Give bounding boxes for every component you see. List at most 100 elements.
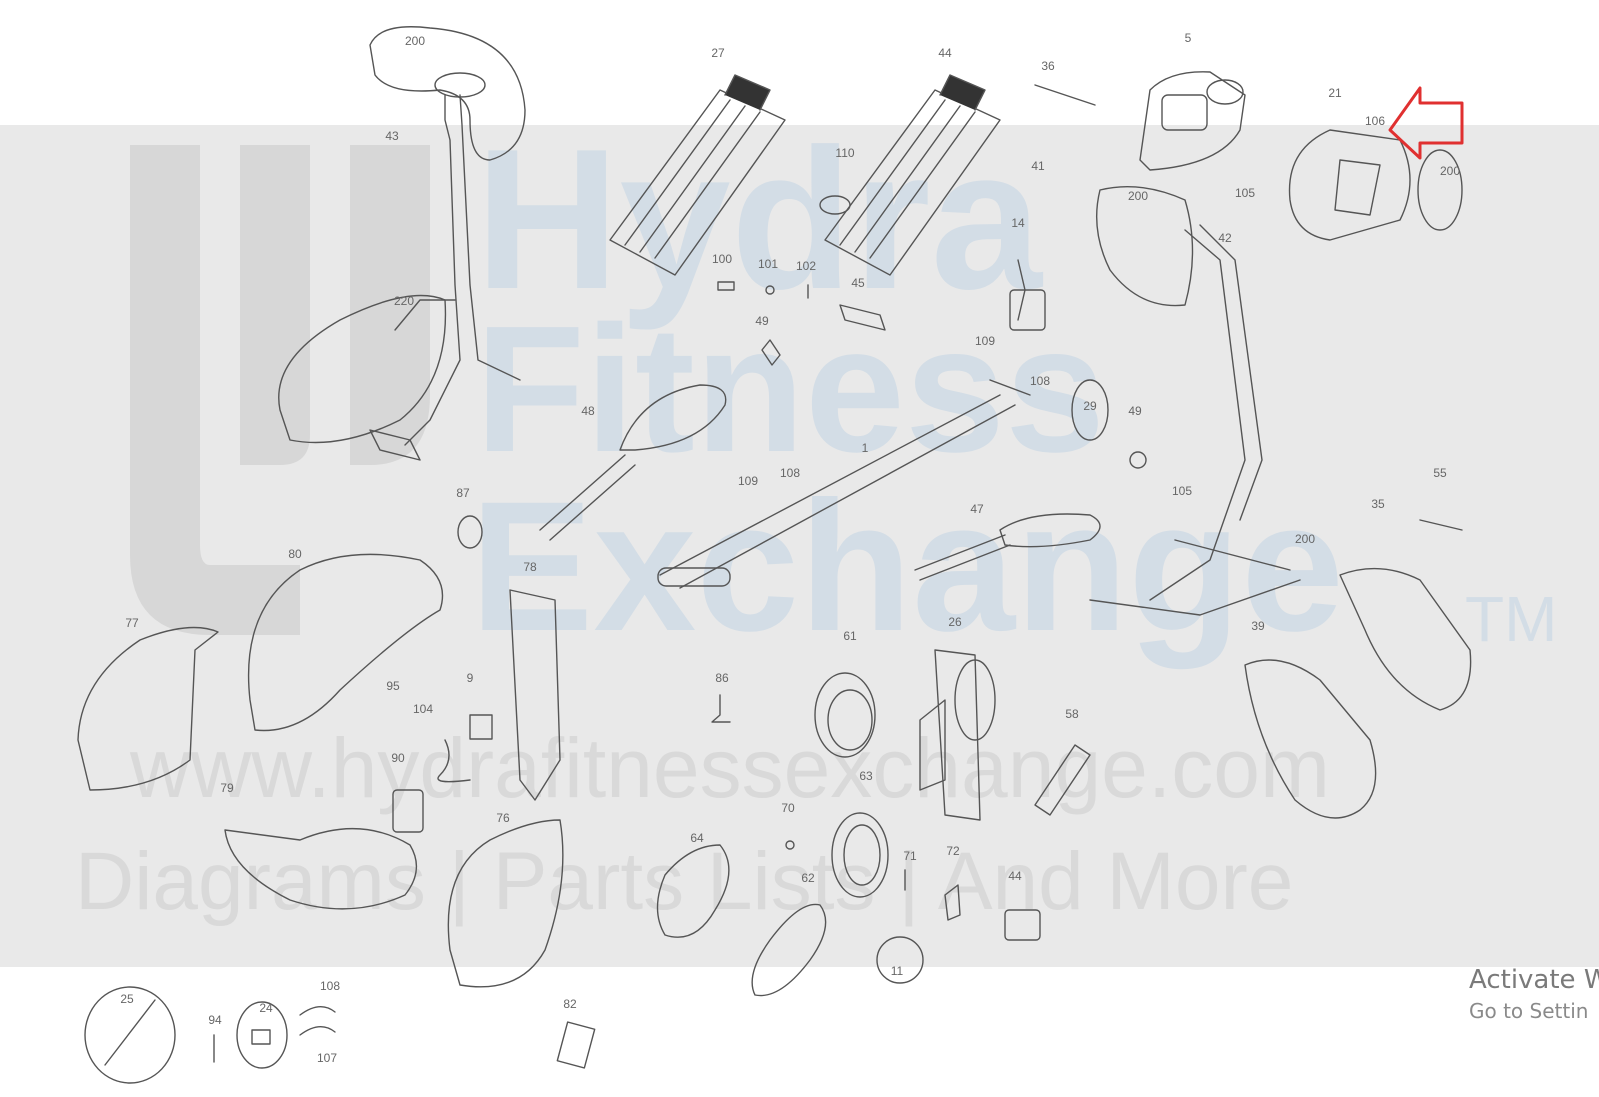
part-label: 107 — [317, 1051, 337, 1065]
part-9-plate[interactable] — [469, 714, 493, 740]
watermark-word-fitness: Fitness — [475, 289, 1106, 490]
part-label: 44 — [938, 46, 952, 60]
part-11-disc[interactable] — [876, 936, 924, 984]
part-label: 106 — [1365, 114, 1385, 128]
part-label: 94 — [208, 1013, 222, 1027]
part-39-side-shroud[interactable] — [1244, 659, 1377, 819]
part-110-disc[interactable] — [819, 195, 851, 215]
part-label: 36 — [1041, 59, 1055, 73]
part-label: 62 — [801, 871, 815, 885]
part-5-console[interactable] — [1139, 71, 1246, 171]
part-42-right-upright[interactable] — [1089, 186, 1301, 616]
part-44-rail[interactable] — [824, 74, 1001, 276]
part-label: 90 — [391, 751, 405, 765]
part-label: 79 — [220, 781, 234, 795]
part-label: 44 — [1008, 869, 1022, 883]
part-77-cover[interactable] — [77, 626, 219, 791]
part-label: 1 — [862, 441, 869, 455]
part-label: 49 — [755, 314, 769, 328]
part-47-pedal-arm[interactable] — [914, 513, 1101, 581]
part-63-pulley[interactable] — [831, 812, 889, 898]
part-107-wire[interactable] — [299, 1026, 336, 1036]
part-58-spring[interactable] — [1034, 744, 1091, 816]
part-49-knob[interactable] — [761, 339, 781, 366]
part-100[interactable] — [717, 281, 735, 291]
part-80-shroud[interactable] — [247, 553, 444, 732]
part-220-cover[interactable] — [278, 294, 447, 461]
part-label: 21 — [1328, 86, 1342, 100]
part-25-cable-detail[interactable] — [84, 986, 176, 1084]
part-27-rail[interactable] — [609, 74, 786, 276]
part-79-base-cover[interactable] — [224, 827, 418, 910]
part-108-wire[interactable] — [299, 1006, 336, 1016]
part-label: 86 — [715, 671, 729, 685]
part-label: 105 — [1172, 484, 1192, 498]
highlight-arrow — [1388, 86, 1464, 160]
part-35-rear-shroud[interactable] — [1339, 567, 1472, 711]
part-104-wire[interactable] — [437, 739, 471, 783]
part-label: 5 — [1185, 31, 1192, 45]
part-label: 42 — [1218, 231, 1232, 245]
part-61-flywheel[interactable] — [814, 672, 876, 758]
part-78-panel[interactable] — [509, 589, 561, 801]
part-label: 35 — [1371, 497, 1385, 511]
part-label: 11 — [891, 964, 904, 978]
part-82-grille[interactable] — [556, 1021, 596, 1069]
part-72-clip[interactable] — [944, 884, 961, 921]
part-55-pin[interactable] — [1419, 519, 1463, 531]
part-label: 110 — [835, 146, 854, 160]
part-label: 200 — [1440, 164, 1460, 178]
part-label: 220 — [394, 294, 414, 308]
part-label: 24 — [259, 1001, 273, 1015]
part-76-shroud[interactable] — [447, 819, 564, 988]
part-label: 77 — [125, 616, 139, 630]
part-101[interactable] — [765, 285, 775, 295]
part-label: 200 — [1295, 532, 1315, 546]
part-label: 41 — [1031, 159, 1045, 173]
part-87-roller[interactable] — [457, 515, 483, 549]
part-49-right-knob[interactable] — [1129, 451, 1147, 469]
part-14-sensor[interactable] — [1009, 259, 1046, 331]
part-label: 47 — [970, 502, 984, 516]
part-43-left-handlebar[interactable] — [369, 26, 526, 446]
part-62-belt[interactable] — [751, 903, 827, 997]
part-label: 109 — [975, 334, 995, 348]
part-label: 200 — [405, 34, 425, 48]
part-label: 9 — [467, 671, 474, 685]
part-label: 14 — [1011, 216, 1025, 230]
part-label: 48 — [581, 404, 595, 418]
part-label: 27 — [711, 46, 725, 60]
part-26-drive-bracket[interactable] — [919, 649, 996, 821]
part-label: 55 — [1433, 466, 1447, 480]
part-label: 104 — [413, 702, 433, 716]
part-44-block[interactable] — [1004, 909, 1041, 941]
part-label: 105 — [1235, 186, 1255, 200]
windows-activation-notice[interactable]: Activate W Go to Settin — [1469, 965, 1599, 1023]
part-label: 100 — [712, 252, 732, 266]
part-21-handle-frame[interactable] — [1288, 129, 1463, 241]
part-label: 102 — [796, 259, 816, 273]
part-label: 29 — [1083, 399, 1097, 413]
part-48-pedal-arm[interactable] — [539, 384, 727, 541]
watermark-tagline: Diagrams | Parts Lists | And More — [75, 836, 1294, 927]
part-label: 80 — [288, 547, 302, 561]
part-label: 64 — [690, 831, 704, 845]
part-1-main-frame[interactable] — [657, 379, 1031, 589]
part-64-belt[interactable] — [656, 844, 730, 938]
part-label: 58 — [1065, 707, 1079, 721]
part-36-cable[interactable] — [1034, 84, 1096, 106]
part-label: 108 — [780, 466, 800, 480]
part-24-detail[interactable] — [236, 1001, 288, 1069]
part-90-battery[interactable] — [392, 789, 424, 833]
part-45-bracket[interactable] — [839, 304, 886, 331]
watermark-url: www.hydrafitnessexchange.com — [130, 721, 1330, 815]
part-label: 70 — [781, 801, 795, 815]
part-86-bolt[interactable] — [711, 694, 731, 723]
part-label: 108 — [320, 979, 340, 993]
part-label: 61 — [843, 629, 857, 643]
part-label: 109 — [738, 474, 758, 488]
part-29-disc[interactable] — [1071, 379, 1109, 441]
part-label: 45 — [851, 276, 865, 290]
part-70-bolt[interactable] — [785, 840, 795, 850]
